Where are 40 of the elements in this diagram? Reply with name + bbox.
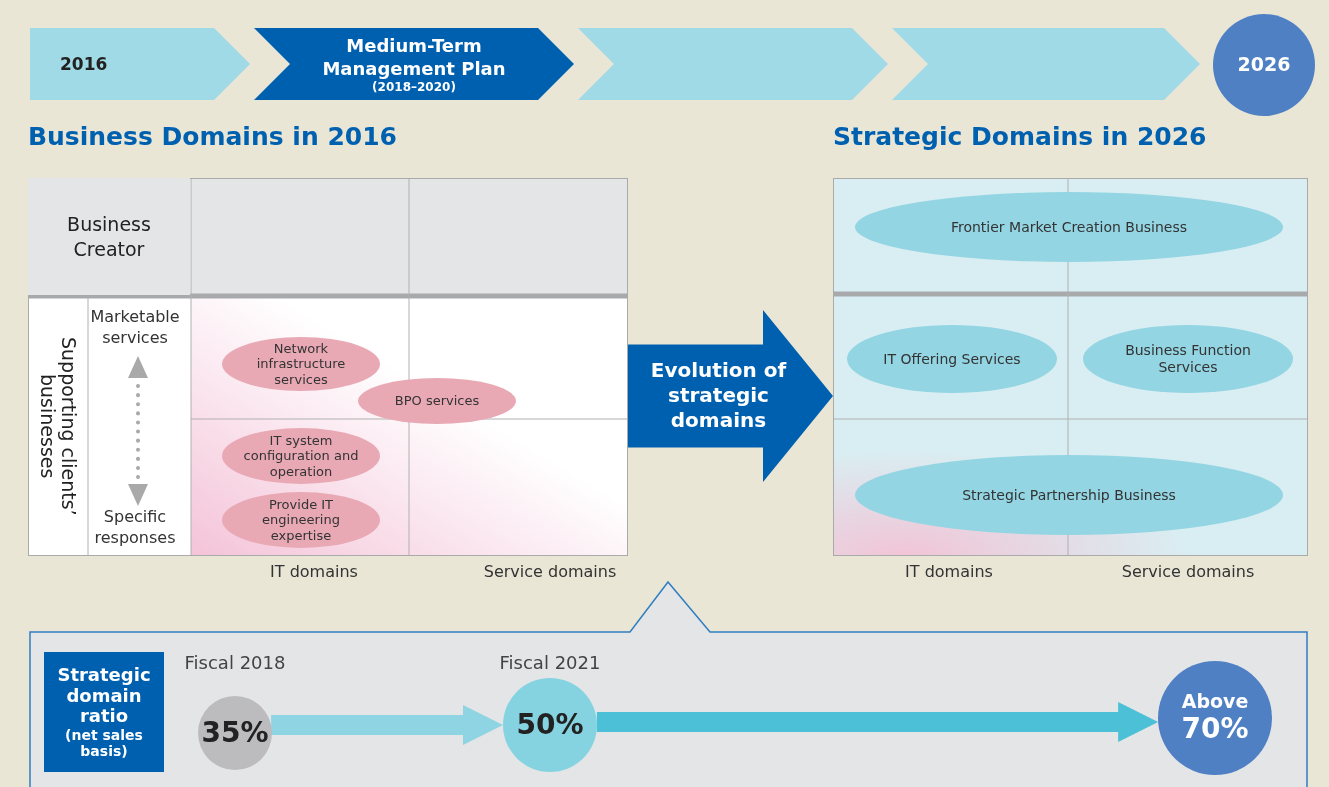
timeline-segment xyxy=(30,28,250,100)
section-heading: Strategic Domains in 2026 xyxy=(833,122,1207,151)
domain-label: IT system configuration and operation xyxy=(242,432,360,480)
fiscal-year-label: Fiscal 2021 xyxy=(499,652,601,673)
domain-label: IT Offering Services xyxy=(883,350,1021,368)
axis-label: Service domains xyxy=(1120,562,1256,583)
arrow xyxy=(596,702,1159,742)
domain-label: Strategic Partnership Business xyxy=(962,486,1176,504)
row-heading: Supporting clients’ businesses xyxy=(35,336,80,518)
scale-label: Marketable services xyxy=(89,307,181,349)
row-heading: Business Creator xyxy=(66,211,152,262)
scale-label: Specific responses xyxy=(93,507,177,549)
percentage-value: 50% xyxy=(516,708,584,742)
axis-label: Service domains xyxy=(482,562,618,583)
matrix-cell xyxy=(28,178,190,295)
fiscal-year-label: Fiscal 2018 xyxy=(184,652,286,673)
axis-label: IT domains xyxy=(904,562,994,583)
plan-title: Medium-Term Management Plan xyxy=(321,33,507,81)
domain-label: Network infrastructure services xyxy=(255,340,347,388)
axis-label: IT domains xyxy=(269,562,359,583)
ratio-box xyxy=(44,652,164,772)
arrow xyxy=(271,705,503,745)
domain-label: BPO services xyxy=(394,393,480,409)
timeline-segment xyxy=(254,28,574,100)
section-heading: Business Domains in 2016 xyxy=(28,122,397,151)
percentage-value: 70% xyxy=(1181,712,1249,745)
percentage-value: 35% xyxy=(201,716,269,750)
timeline-segment xyxy=(578,28,888,100)
arrow xyxy=(628,310,833,482)
domain-label: Frontier Market Creation Business xyxy=(950,218,1188,236)
domain-label: Provide IT engineering expertise xyxy=(261,496,341,544)
year-label: 2016 xyxy=(60,52,108,76)
domain-label: Business Function Services xyxy=(1124,342,1252,376)
timeline-segment xyxy=(892,28,1200,100)
ratio-title: Strategic domain ratio xyxy=(56,664,152,727)
ratio-prefix: Above xyxy=(1181,691,1249,713)
ratio-note: (net sales basis) xyxy=(64,726,144,760)
year-label: 2026 xyxy=(1237,54,1291,76)
edge-label: Evolution of strategic domains xyxy=(649,358,788,433)
plan-period: (2018–2020) xyxy=(372,80,456,95)
